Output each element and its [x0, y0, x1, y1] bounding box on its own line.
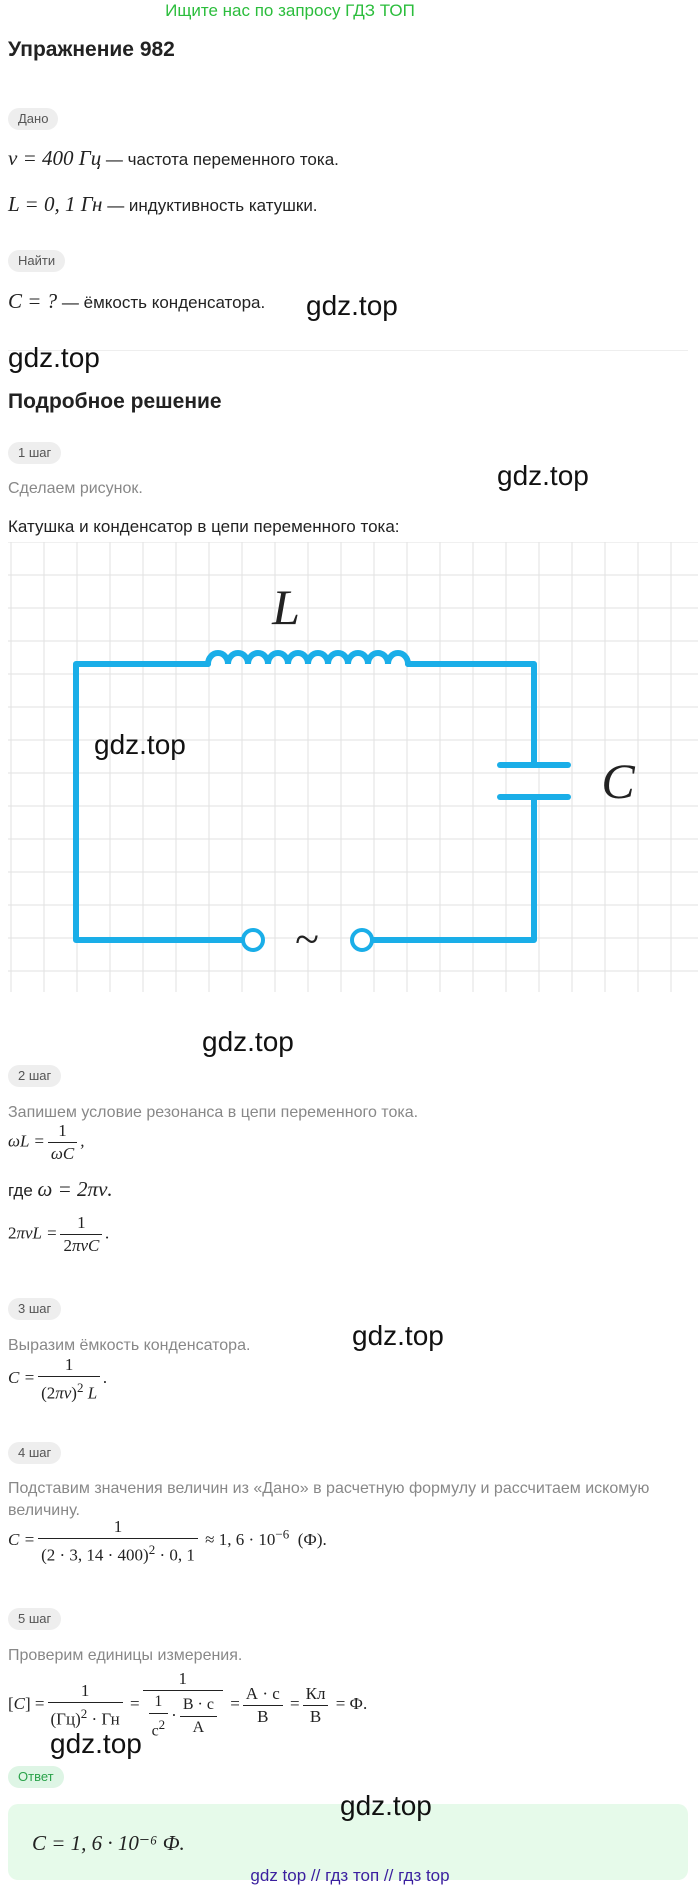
top-banner: Ищите нас по запросу ГДЗ ТОП: [165, 1, 415, 20]
answer-box: [8, 1804, 688, 1880]
step4-chip-label: 4 шаг: [8, 1442, 62, 1464]
step2-chip-label: 2 шаг: [8, 1065, 62, 1087]
watermark: gdz.top: [202, 1026, 294, 1057]
solution-title: Подробное решение: [8, 390, 222, 413]
grid: [8, 542, 698, 992]
find-chip: Найти: [8, 250, 66, 272]
step1-text: Сделаем рисунок.: [8, 480, 143, 497]
answer-line: C = 1, 6 · 10⁻⁶ Ф.: [32, 1832, 185, 1856]
watermark: gdz.top: [340, 1790, 432, 1821]
capacitor-label: C: [601, 753, 635, 809]
inductor-coil: [205, 650, 411, 667]
find-line: C = ? — ёмкость конденсатора.: [8, 290, 265, 314]
watermark: gdz.top: [352, 1320, 444, 1351]
step3-chip-label: 3 шаг: [8, 1298, 62, 1320]
step1-chip-label: 1 шаг: [8, 442, 62, 464]
find-text: — ёмкость конденсатора.: [57, 293, 266, 312]
step2-chip: 2 шаг: [8, 1065, 62, 1087]
step1-caption: Катушка и конденсатор в цепи переменного…: [8, 517, 400, 536]
given-line-frequency: ν = 400 Гц — частота переменного тока.: [8, 147, 339, 171]
given-line-inductance: L = 0, 1 Гн — индуктивность катушки.: [8, 193, 318, 217]
step1-chip: 1 шаг: [8, 442, 62, 464]
step3-text: Выразим ёмкость конденсатора.: [8, 1337, 251, 1354]
step3-chip: 3 шаг: [8, 1298, 62, 1320]
omega-prefix: где: [8, 1181, 33, 1200]
answer-chip: Ответ: [8, 1766, 64, 1788]
watermark: gdz.top: [50, 1728, 142, 1759]
watermark: gdz.top: [94, 729, 186, 760]
step4-chip: 4 шаг: [8, 1442, 62, 1464]
ac-source-symbol: ~: [295, 915, 319, 964]
given-chip: Дано: [8, 108, 59, 130]
omega-definition: где ω = 2πν.: [8, 1178, 113, 1202]
step5-chip-label: 5 шаг: [8, 1608, 62, 1630]
omega-math: ω = 2πν.: [37, 1177, 113, 1201]
footer-links: gdz top // гдз топ // гдз top: [250, 1866, 450, 1885]
watermark: gdz.top: [8, 342, 100, 373]
inductor-label: L: [271, 579, 300, 635]
divider: [8, 350, 688, 351]
step5-text: Проверим единицы измерения.: [8, 1647, 243, 1664]
given-inductance-text: — индуктивность катушки.: [102, 196, 318, 215]
given-chip-label: Дано: [8, 108, 59, 130]
given-frequency-text: — частота переменного тока.: [101, 150, 339, 169]
circuit-wires: [73, 661, 537, 943]
find-chip-label: Найти: [8, 250, 66, 272]
watermark: gdz.top: [306, 290, 398, 321]
watermark: gdz.top: [497, 460, 589, 491]
given-inductance-math: L = 0, 1 Гн: [8, 192, 103, 216]
circuit-diagram: L C ~ gdz.top: [8, 542, 698, 992]
answer-math: C = 1, 6 · 10⁻⁶ Ф.: [32, 1831, 185, 1855]
calculation-formula: C =1(2 · 3, 14 · 400)2 · 0, 1 ≈ 1, 6 · 1…: [8, 1517, 327, 1565]
find-math: C = ?: [8, 289, 58, 313]
source-terminal-right: [350, 928, 374, 952]
capacitance-formula: C =1(2πν)2 L.: [8, 1355, 108, 1403]
step4-text: Подставим значения величин из «Дано» в р…: [8, 1480, 650, 1519]
given-frequency-math: ν = 400 Гц: [8, 146, 102, 170]
source-terminal-left: [241, 928, 265, 952]
step2-text: Запишем условие резонанса в цепи перемен…: [8, 1104, 419, 1121]
page-title: Упражнение 982: [8, 38, 175, 61]
step5-chip: 5 шаг: [8, 1608, 62, 1630]
answer-chip-label: Ответ: [8, 1766, 64, 1788]
